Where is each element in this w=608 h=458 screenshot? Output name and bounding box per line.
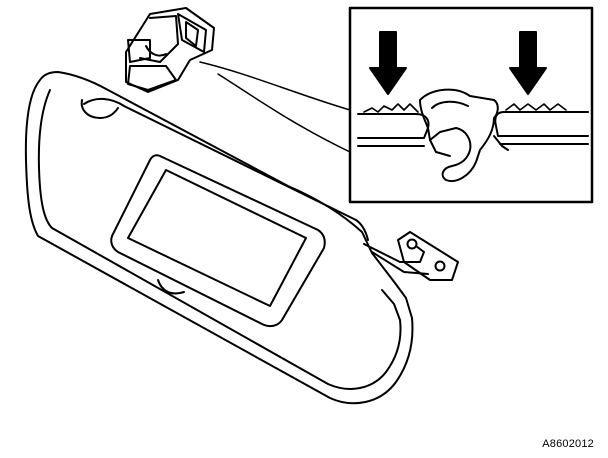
hinge-screw-2 [434, 260, 446, 272]
leader-line-lower [217, 73, 351, 153]
clip-section-inner [431, 100, 469, 109]
visor-hinge-arm [363, 231, 459, 281]
mirror-glass [127, 169, 307, 307]
mirror-frame-outer [110, 154, 326, 328]
clip-prong [127, 39, 151, 63]
roof-panel-right [494, 111, 589, 137]
arrow-down-icon [509, 31, 547, 95]
clip-face-inner [185, 21, 199, 47]
visor-top-ridge [83, 98, 369, 241]
roof-panel-left [357, 113, 430, 139]
detail-inset [348, 6, 594, 204]
clip-side [139, 15, 179, 63]
clip-section-tail [429, 139, 451, 157]
vanity-mirror [110, 154, 326, 328]
texture-strip-right [505, 103, 567, 111]
inset-frame [348, 6, 594, 204]
arrow-down-icon [369, 31, 407, 95]
hinge-screw-1 [406, 238, 418, 250]
clip-notch [145, 45, 167, 57]
hinge-rod [363, 243, 425, 263]
hinge-bracket [397, 231, 459, 281]
texture-strip-left [363, 103, 419, 113]
visor-inner-edge [37, 89, 402, 390]
visor-outline [24, 71, 414, 405]
leader-line-upper [199, 61, 351, 111]
leader-lines [199, 61, 351, 153]
clip-section-right [493, 135, 509, 151]
clip-face [177, 13, 207, 53]
retaining-clip [125, 7, 215, 93]
clip-base [127, 65, 177, 91]
clip-section [419, 88, 499, 182]
figure-code: A8602012 [542, 438, 594, 450]
sun-visor [24, 71, 414, 405]
mirror-lower-tab [157, 279, 185, 295]
visor-top-notch [80, 99, 119, 119]
